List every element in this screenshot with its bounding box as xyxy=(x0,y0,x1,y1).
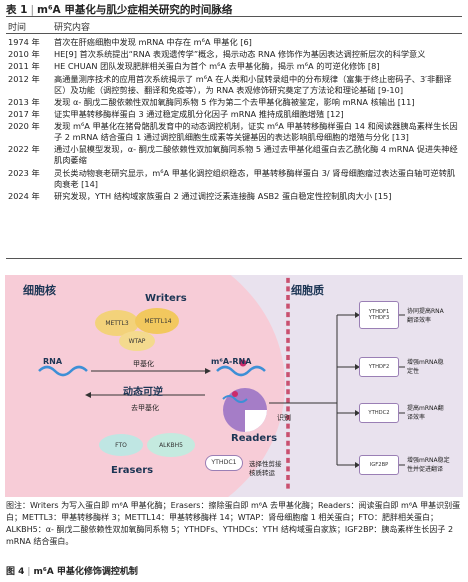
table-row: 2022 年通过小鼠模型发现，α- 酮戊二酸依赖性双加氧酶同系物 5 通过去甲基… xyxy=(8,144,458,166)
mettl3-blob xyxy=(95,310,139,336)
table-header-rule xyxy=(6,33,462,34)
wtap-label: WTAP xyxy=(128,338,146,345)
mettl14-label: METTL14 xyxy=(144,318,172,325)
fto-blob xyxy=(99,434,143,456)
ythdf2-function: 增强mRNA稳 定性 xyxy=(407,359,444,375)
ythdc1-box: YTHDC1 xyxy=(205,455,243,471)
demethylation-label: 去甲基化 xyxy=(131,404,159,412)
table-top-rule xyxy=(6,16,462,18)
igf2bp-box: IGF2BP xyxy=(359,455,399,475)
figure-diagram: 细胞核 细胞质 Writers METTL3 METTL14 WTAP RNA … xyxy=(5,275,463,497)
diagram-shapes xyxy=(38,308,405,468)
ythdc2-box: YTHDC2 xyxy=(359,403,399,423)
table-bottom-rule xyxy=(6,258,462,260)
m6a-rna-wave xyxy=(216,365,266,377)
wtap-blob xyxy=(119,331,155,351)
ythdc1-function: 选择性剪接 核质转运 xyxy=(249,460,282,477)
recognition-label: 识别 xyxy=(277,414,291,422)
table-row: 2023 年灵长类动物衰老研究显示，m⁶A 甲基化调控组织稳态，甲基转移酶样蛋白… xyxy=(8,167,456,189)
alkbh5-blob xyxy=(147,433,195,457)
ythdf1-ythdf3-box: YTHDF1 YTHDF3 xyxy=(359,301,399,329)
table-title: 表 1|m⁶A 甲基化与肌少症相关研究的时间脉络 xyxy=(6,4,233,16)
nuclear-membrane xyxy=(286,277,290,493)
mettl3-label: METTL3 xyxy=(105,320,129,327)
table-row: 2017 年证实甲基转移酶样蛋白 3 通过稳定成肌分化因子 mRNA 推持成肌细… xyxy=(8,108,344,119)
fto-label: FTO xyxy=(115,442,127,449)
table-row: 2024 年研究发现，YTH 结构域家族蛋白 2 通过调控泛素连接酶 ASB2 … xyxy=(8,190,392,201)
ythdc2-function: 提高mRNA翻 译效率 xyxy=(407,405,444,421)
table-row: 1974 年首次在肝癌细胞中发现 mRNA 中存在 m⁶A 甲基化 [6] xyxy=(8,37,252,47)
m6a-rna-label: m⁶A-RNA xyxy=(211,357,252,366)
table-row: 2012 年高通量测序技术的应用首次系统揭示了 m⁶A 在人类和小鼠转录组中的分… xyxy=(8,73,452,95)
writers-label: Writers xyxy=(145,293,187,304)
nucleus-label: 细胞核 xyxy=(23,284,56,297)
alkbh5-label: ALKBH5 xyxy=(159,442,183,449)
mettl14-blob xyxy=(135,308,179,334)
readers-label: Readers xyxy=(231,433,278,444)
table-body: 1974 年首次在肝癌细胞中发现 mRNA 中存在 m⁶A 甲基化 [6] 20… xyxy=(8,37,460,203)
table-header-content: 研究内容 xyxy=(54,23,91,33)
table-row: 2020 年发现 m⁶A 甲基化在猪骨骼肌发育中的动态调控机制，证实 m⁶A 甲… xyxy=(8,121,458,143)
ythdf1-ythdf3-function: 协同提高RNA 翻译效率 xyxy=(407,308,444,324)
cytoplasm-label: 细胞质 xyxy=(291,284,324,297)
figure-caption: 图注：Writers 为写入蛋白即 m⁶A 甲基化酶；Erasers：擦除蛋白即… xyxy=(6,501,461,546)
methylation-label: 甲基化 xyxy=(133,360,154,368)
ythdf2-box: YTHDF2 xyxy=(359,357,399,377)
erasers-label: Erasers xyxy=(111,465,154,476)
m6a-dot xyxy=(239,359,247,367)
igf2bp-function: 增强mRNA稳定 性并促进翻译 xyxy=(407,457,450,473)
rna-wave xyxy=(38,365,88,377)
figure-title: 图 4|m⁶A 甲基化修饰调控机制 xyxy=(6,567,138,577)
dynamic-reversible-label: 动态可逆 xyxy=(123,387,163,398)
table-header-year: 时间 xyxy=(8,23,27,33)
table-row: 2013 年发现 α- 酮戊二酸依赖性双加氧酶同系物 5 作为第二个去甲基化酶被… xyxy=(8,96,415,107)
rna-label: RNA xyxy=(43,357,63,366)
reader-rna-wave xyxy=(222,395,248,403)
